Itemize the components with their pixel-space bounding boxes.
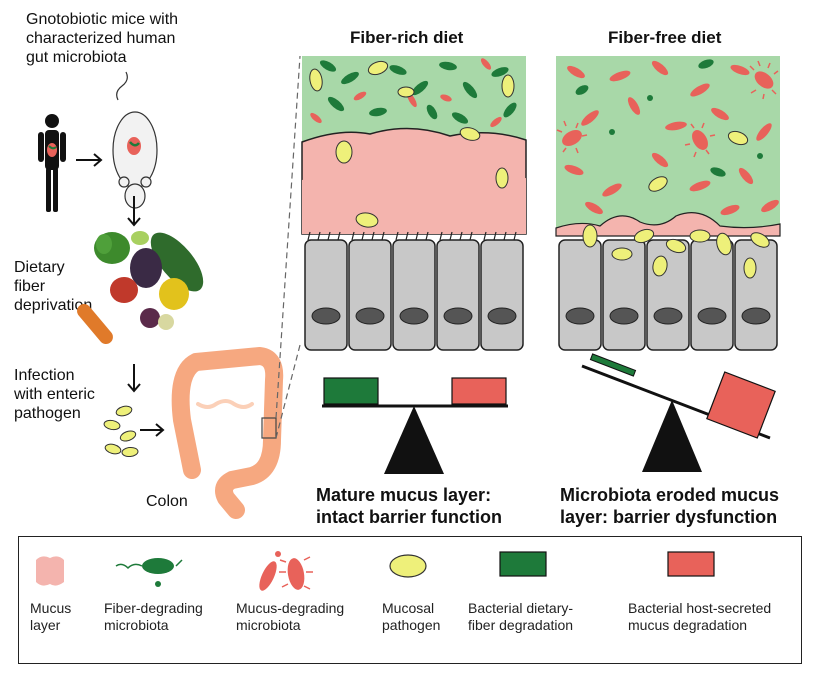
arrow-down-icon	[127, 196, 141, 227]
arrow-right-icon-2	[140, 423, 165, 437]
infection-text: Infection with enteric pathogen	[14, 367, 95, 422]
fiber-free-panel	[555, 56, 781, 351]
legend-mucus-icon	[36, 556, 64, 586]
fiber-rich-title: Fiber-rich diet	[350, 28, 464, 47]
zoom-box	[261, 417, 277, 439]
zoom-line-bottom	[275, 344, 301, 439]
intro-text: Gnotobiotic mice with characterized huma…	[26, 11, 179, 66]
spiky-bacteria-icon	[556, 60, 779, 158]
legend-pathogen-icon	[389, 554, 427, 578]
fiber-free-title: Fiber-free diet	[608, 28, 722, 47]
arrow-down-icon-2	[127, 364, 141, 393]
mouse-icon	[112, 71, 158, 209]
zoom-line-top	[275, 55, 301, 419]
arrow-right-icon	[76, 153, 103, 167]
legend-fiber-bacteria-icon	[115, 558, 183, 587]
legend-fiber-degradation-icon	[499, 551, 547, 577]
colon-icon	[171, 347, 284, 519]
diet-text: Dietary fiber deprivation	[14, 259, 93, 314]
human-icon	[38, 114, 66, 212]
vegetables-icon	[77, 231, 204, 345]
tilted-scale-icon	[581, 353, 776, 472]
left-caption: Mature mucus layer: intact barrier funct…	[316, 485, 503, 527]
colon-label: Colon	[146, 493, 188, 510]
fiber-rich-panel	[301, 56, 527, 351]
legend-label-fiber-degradation: Bacterial dietary-fiber degradation	[468, 600, 574, 633]
legend-mucus-degradation-icon	[667, 551, 715, 577]
balanced-scale-icon	[322, 377, 508, 474]
pathogen-group-icon	[103, 405, 139, 458]
legend-mucus-bacteria-icon	[259, 551, 313, 591]
right-caption: Microbiota eroded mucus layer: barrier d…	[560, 485, 780, 527]
legend-box	[18, 536, 802, 664]
